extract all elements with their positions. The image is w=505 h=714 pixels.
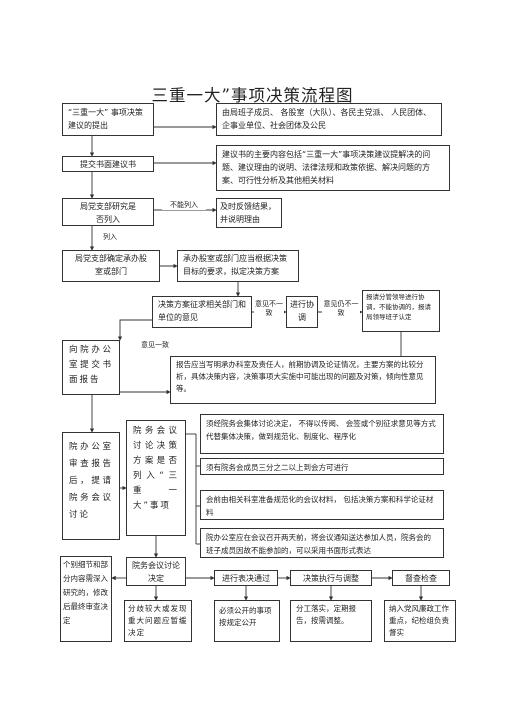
vote-box: 进行表决通过 [214, 570, 278, 586]
individual-box: 个别细节和部分内容需深入研究的，修改后最终审查决定 [60, 556, 112, 642]
submit-office-text: 向院办公室提交书面报告 [69, 345, 113, 385]
submit-office-box: 向院办公室提交书面报告 [62, 340, 120, 395]
discipline-text: 纳入党风廉政工作重点，纪检组负责督实 [389, 604, 449, 637]
supervise-box: 督查检查 [392, 570, 450, 586]
rule3-text: 会前由相关科室准备规范化的会议材料， 包括决策方案和科学论证材料 [206, 495, 434, 517]
solicit-box: 决策方案征求相关部门和单位的意见 [152, 296, 252, 328]
individual-text: 个别细节和部分内容需深入研究的，修改后最终审查决定 [63, 560, 108, 625]
rule1-box: 须经院务会集体讨论决定， 不得以传阅、 会签或个别征求意见等方式代替集体决策，做… [200, 414, 444, 454]
divide-text: 分工落实，定期报告，按需调整。 [296, 604, 356, 625]
proposers-box: 由局班子成员、 各股室（大队）、各民主党派、 人民团体、企事业单位、社会团体及公… [216, 103, 442, 136]
rule1-text: 须经院务会集体讨论决定， 不得以传阅、 会签或个别征求意见等方式代替集体决策，做… [206, 419, 436, 441]
party-study-box: 局党支部研究是否列入 [62, 198, 154, 226]
submit-text: 提交书面建议书 [80, 160, 136, 169]
rule4-text: 院办公室应在会议召开两天前，将会议通知送达参加人员，院务会的班子成员因故不能参加… [206, 533, 431, 555]
proposal-box: “三重一大” 事项决策建议的提出 [62, 103, 154, 136]
label-agree: 意见一致 [138, 341, 172, 350]
submit-box: 提交书面建议书 [62, 156, 154, 172]
proposers-text: 由局班子成员、 各股室（大队）、各民主党派、 人民团体、企事业单位、社会团体及公… [222, 108, 432, 130]
rule3-box: 会前由相关科室准备规范化的会议材料， 包括决策方案和科学论证材料 [200, 490, 444, 520]
label-disagree2: 意见仍不一致 [322, 300, 360, 318]
party-assign-box: 局党支部确定承办股室或部门 [62, 250, 160, 282]
rule4-box: 院办公室应在会议召开两天前，将会议通知送达参加人员，院务会的班子成员因故不能参加… [200, 528, 444, 558]
meeting-decide-text: 院务会议讨论决定 [132, 561, 180, 583]
content-text: 建议书的主要内容包括“三重一大”事项决策建议提解决的问题、建议理由的说明、法律法… [222, 150, 431, 185]
page-title: 三重一大”事项决策流程图 [151, 86, 354, 105]
meeting-decide-box: 院务会议讨论决定 [126, 557, 186, 586]
report-leader-box: 报请分管领导进行协调，不能协调的，报请局领导班子认定 [362, 290, 440, 332]
execute-box: 决策执行与调整 [290, 570, 372, 586]
arrow-solicit-to-office [117, 319, 152, 341]
court-list-box: 院务会议讨论决策方案是否列入“三重一大”事项 [126, 420, 186, 536]
report-leader-text: 报请分管领导进行协调，不能协调的，报请局领导班子认定 [366, 293, 431, 321]
rule2-text: 须有院务会成员三分之二以上到会方可进行 [206, 463, 349, 472]
divide-box: 分工落实，定期报告，按需调整。 [290, 600, 372, 642]
public-text: 必须公开的事项按规定公开 [219, 606, 272, 627]
proposal-text: “三重一大” 事项决策建议的提出 [68, 108, 143, 130]
rule2-box: 须有院务会成员三分之二以上到会方可进行 [200, 458, 444, 475]
label-listed: 列入 [98, 233, 122, 242]
content-box: 建议书的主要内容包括“三重一大”事项决策建议提解决的问题、建议理由的说明、法律法… [216, 145, 450, 191]
assign-req-box: 承办股室或部门应当根据决策目标的要求，拟定决策方案 [177, 250, 299, 282]
disagree-box: 分歧较大或发现重大问题应暂缓决定 [124, 600, 192, 642]
label-not-listed: 不能列入 [162, 201, 206, 210]
court-list-text: 院务会议讨论决策方案是否列入“三重一大”事项 [133, 426, 179, 511]
feedback-text: 及时反馈结果，并说明理由 [220, 202, 276, 224]
solicit-text: 决策方案征求相关部门和单位的意见 [158, 300, 246, 322]
report-content-box: 报告应当写明承办科室及责任人，前期协调及论证情况，主要方案的比较分析，具体决策内… [170, 356, 436, 404]
party-assign-text: 局党支部确定承办股室或部门 [75, 254, 147, 276]
report-content-text: 报告应当写明承办科室及责任人，前期协调及论证情况，主要方案的比较分析，具体决策内… [176, 360, 424, 393]
feedback-box: 及时反馈结果，并说明理由 [216, 198, 282, 228]
disagree-text: 分歧较大或发现重大问题应暂缓决定 [128, 604, 188, 637]
assign-req-text: 承办股室或部门应当根据决策目标的要求，拟定决策方案 [183, 254, 287, 276]
office-review-box: 院办公室审查报告后，提请院务会议讨论 [62, 432, 120, 540]
vote-text: 进行表决通过 [222, 574, 270, 583]
execute-text: 决策执行与调整 [303, 574, 359, 583]
coordinate-text: 进行协调 [290, 300, 314, 322]
public-box: 必须公开的事项按规定公开 [214, 600, 280, 642]
office-review-text: 院办公室审查报告后，提请院务会议讨论 [69, 442, 113, 520]
party-study-text: 局党支部研究是否列入 [80, 202, 136, 224]
coordinate-box: 进行协调 [286, 296, 318, 328]
discipline-box: 纳入党风廉政工作重点，纪检组负责督实 [384, 600, 456, 642]
label-disagree1: 意见不一致 [254, 300, 284, 318]
supervise-text: 督查检查 [405, 574, 437, 583]
